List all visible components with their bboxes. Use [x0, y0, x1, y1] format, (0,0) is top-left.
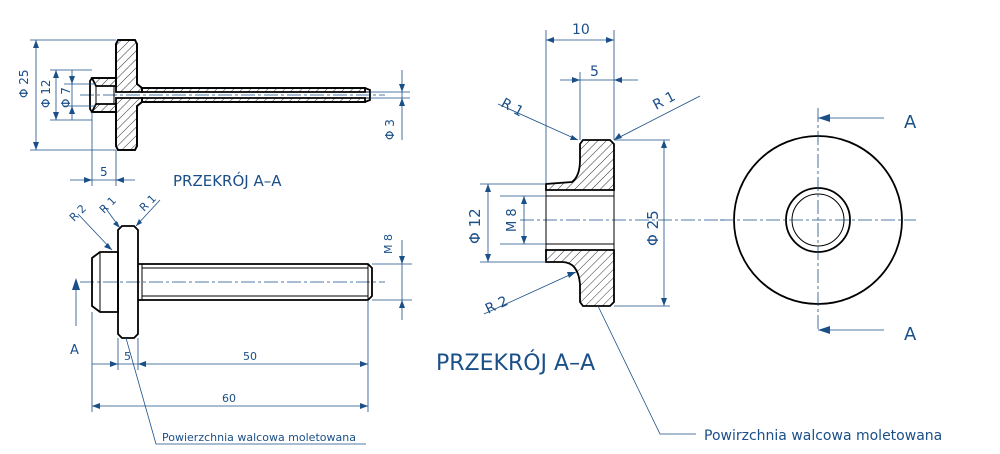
r1-big-label-a: R 1 — [498, 95, 526, 120]
section-a-a-large-view: 10 5 R 1 R 1 Φ 12 M 8 Φ 25 R 2 PRZEKRÓJ … — [436, 22, 942, 444]
r1-big-label-b: R 1 — [650, 89, 678, 114]
bolt-section-view: Φ 25 Φ 12 Φ 7 Φ 3 5 PRZEKRÓJ A–A — [17, 39, 410, 190]
section-a-bottom-label: A — [904, 324, 917, 345]
section-a-small-label: A — [70, 343, 79, 358]
dia-25-label-left: Φ 25 — [17, 69, 31, 98]
dia-12-big-label: Φ 12 — [466, 208, 484, 244]
note-big-label: Powirzchnia walcowa moletowana — [704, 428, 942, 444]
m8-small-label: M 8 — [382, 234, 395, 254]
dim-60-label: 60 — [222, 392, 236, 405]
r1-small-label-b: R 1 — [137, 192, 159, 214]
dia-3-label: Φ 3 — [383, 119, 397, 140]
r2-small-label: R 2 — [67, 202, 89, 224]
note-small-label: Powierzchnia walcowa moletowana — [162, 431, 356, 444]
dia-7-label-left: Φ 7 — [59, 87, 73, 108]
dim-10-label: 10 — [572, 22, 590, 38]
dia-25-big-label: Φ 25 — [644, 210, 662, 246]
bolt-exterior-view: R 2 R 1 R 1 M 8 A 5 50 60 Powierzchnia w… — [67, 192, 412, 445]
end-view: A A — [720, 108, 917, 345]
section-a-top-label: A — [904, 112, 917, 133]
section-title-small: PRZEKRÓJ A–A — [173, 171, 282, 190]
dim-5-top-label: 5 — [100, 165, 108, 179]
r1-small-label-a: R 1 — [97, 194, 119, 216]
r2-big-label: R 2 — [483, 293, 511, 317]
m8-big-label: M 8 — [505, 208, 520, 232]
dim-5-bottom-label: 5 — [124, 350, 131, 363]
dim-5-right-label: 5 — [590, 64, 599, 80]
section-title-big: PRZEKRÓJ A–A — [436, 350, 595, 376]
dim-50-label: 50 — [243, 350, 257, 363]
dia-12-label-left: Φ 12 — [39, 79, 53, 108]
